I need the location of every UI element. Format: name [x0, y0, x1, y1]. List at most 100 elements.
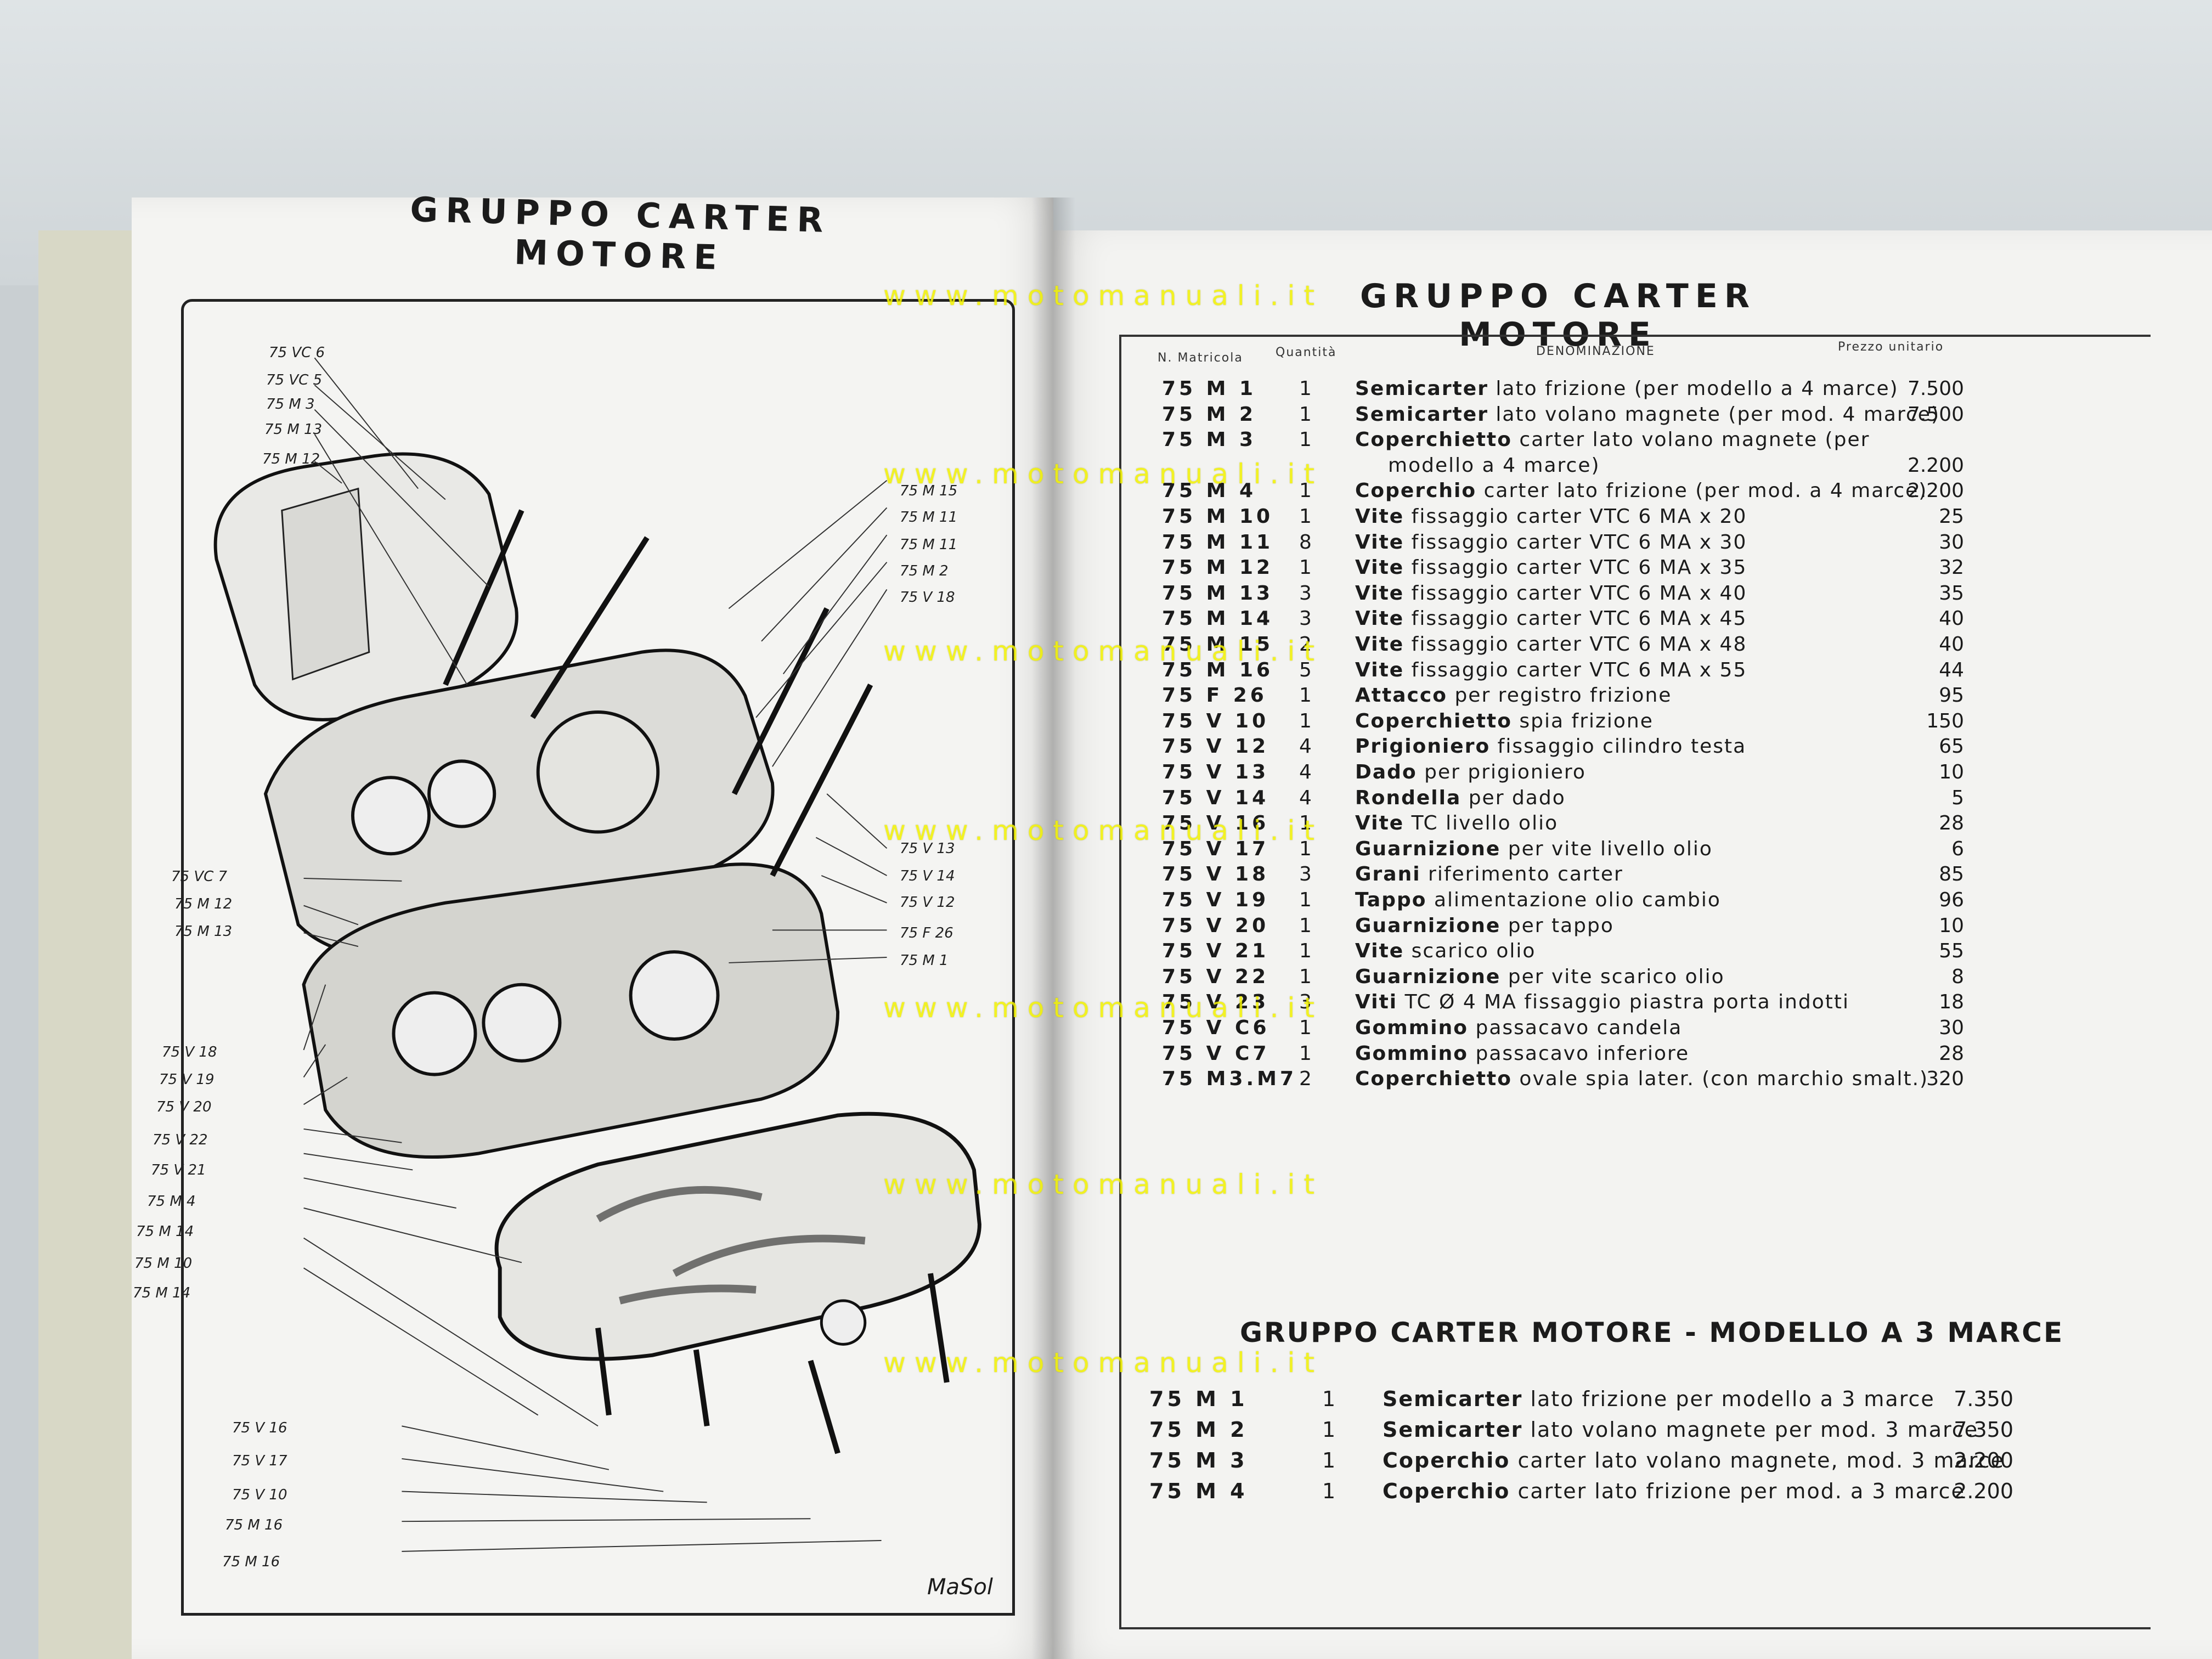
- part-price: 28: [1939, 1042, 1964, 1065]
- part-price: 7.350: [1954, 1387, 2013, 1411]
- engine-crankcase-drawing: [213, 357, 981, 1552]
- callout-label: 75 M 16: [222, 1554, 280, 1570]
- watermark-text: www.motomanuali.it: [883, 280, 1324, 312]
- part-quantity: 2: [1299, 633, 1312, 656]
- callout-label: 75 M 14: [133, 1285, 191, 1301]
- callout-label: 75 V 19: [159, 1071, 215, 1088]
- callout-label: 75 M 11: [900, 509, 958, 526]
- part-code: 75 V 13: [1162, 761, 1269, 783]
- part-description: Guarnizione per vite scarico olio: [1355, 966, 1725, 988]
- part-description: Vite fissaggio carter VTC 6 MA x 55: [1355, 659, 1747, 681]
- part-detail: riferimento carter: [1428, 863, 1623, 886]
- callout-label: 75 VC 5: [266, 372, 323, 388]
- part-code: 75 M 13: [1162, 582, 1274, 605]
- part-detail: carter lato volano magnete, mod. 3 marce: [1517, 1448, 2005, 1472]
- part-code: 75 M 4: [1149, 1479, 1248, 1503]
- part-name: Attacco: [1355, 684, 1447, 707]
- header-matricola: N. Matricola: [1158, 351, 1243, 365]
- part-detail: lato frizione (per modello a 4 marce): [1496, 377, 1899, 400]
- callout-label: 75 V 10: [232, 1487, 287, 1503]
- part-description: Vite scarico olio: [1355, 940, 1536, 962]
- table-row: 75 M 15 2 Vite fissaggio carter VTC 6 MA x…: [0, 633, 2212, 658]
- part-description: Semicarter lato volano magnete (per mod.…: [1355, 403, 1940, 426]
- callout-label: 75 F 26: [900, 925, 953, 941]
- part-quantity: 1: [1299, 556, 1312, 579]
- callout-label: 75 M 13: [174, 923, 233, 940]
- part-name: Viti: [1355, 991, 1398, 1014]
- part-code: 75 V 14: [1162, 786, 1269, 809]
- part-name: Vite: [1355, 607, 1404, 630]
- part-quantity: 1: [1299, 1042, 1312, 1065]
- callout-label: 75 V 18: [162, 1044, 217, 1060]
- part-price: 320: [1926, 1068, 1964, 1091]
- part-price: 96: [1939, 889, 1964, 911]
- part-detail: fissaggio carter VTC 6 MA x 55: [1411, 658, 1747, 681]
- part-detail: lato frizione per modello a 3 marce: [1530, 1387, 1935, 1411]
- callout-label: 75 M 12: [262, 451, 320, 467]
- part-description: Guarnizione per tappo: [1355, 915, 1614, 937]
- part-code: 75 M 3: [1149, 1448, 1248, 1472]
- part-code: 75 M 15: [1162, 633, 1274, 656]
- part-name: Prigioniero: [1355, 735, 1491, 758]
- part-detail: lato volano magnete (per mod. 4 marce): [1496, 403, 1940, 426]
- section-subtitle: GRUPPO CARTER MOTORE - MODELLO A 3 MARCE: [1240, 1317, 2064, 1348]
- callout-label: 75 M 2: [900, 563, 949, 579]
- part-quantity: 3: [1299, 991, 1312, 1014]
- part-detail: fissaggio carter VTC 6 MA x 30: [1411, 531, 1747, 554]
- part-name: Coperchietto: [1355, 709, 1512, 732]
- part-description: Prigioniero fissaggio cilindro testa: [1355, 735, 1746, 758]
- part-price: 28: [1939, 812, 1964, 835]
- watermark-text: www.motomanuali.it: [883, 1169, 1324, 1200]
- part-description: Coperchio carter lato frizione per mod. …: [1383, 1479, 1965, 1503]
- part-price: 2.200: [1907, 479, 1964, 503]
- part-code: 75 V 10: [1162, 709, 1269, 732]
- header-prezzo: Prezzo unitario: [1838, 340, 1944, 354]
- part-price: 25: [1939, 505, 1964, 528]
- part-price: 6: [1951, 837, 1964, 860]
- part-description: modello a 4 marce): [1388, 454, 1600, 477]
- part-name: Guarnizione: [1355, 837, 1501, 860]
- part-price: 150: [1926, 709, 1964, 732]
- part-quantity: 3: [1299, 582, 1312, 605]
- part-code: 75 V C6: [1162, 1017, 1270, 1039]
- part-description: Coperchietto carter lato volano magnete …: [1355, 428, 1870, 451]
- crankcase-half-part-2: [302, 862, 840, 1159]
- part-quantity: 1: [1299, 812, 1312, 835]
- part-code: 75 M 2: [1149, 1418, 1248, 1442]
- part-description: Vite fissaggio carter VTC 6 MA x 48: [1355, 633, 1747, 656]
- part-name: Dado: [1355, 761, 1417, 783]
- watermark-text: www.motomanuali.it: [883, 1347, 1324, 1379]
- part-name: Vite: [1355, 556, 1404, 579]
- watermark-text: www.motomanuali.it: [883, 992, 1324, 1024]
- part-price: 7.500: [1907, 403, 1964, 426]
- part-code: 75 M 4: [1162, 479, 1257, 503]
- part-detail: fissaggio cilindro testa: [1497, 735, 1747, 758]
- exploded-diagram: [181, 299, 1015, 1616]
- part-name: Coperchio: [1355, 479, 1477, 503]
- part-detail: spia frizione: [1519, 709, 1654, 732]
- callout-label: 75 M 4: [147, 1193, 196, 1210]
- part-price: 95: [1939, 684, 1964, 707]
- part-description: Semicarter lato frizione (per modello a …: [1355, 377, 1899, 400]
- part-name: Semicarter: [1355, 403, 1488, 426]
- part-detail: passacavo inferiore: [1475, 1042, 1690, 1065]
- part-code: 75 M 16: [1162, 658, 1274, 681]
- part-price: 65: [1939, 735, 1964, 758]
- part-name: Coperchietto: [1355, 428, 1512, 452]
- part-detail: lato volano magnete per mod. 3 marce: [1530, 1418, 1979, 1442]
- part-quantity: 1: [1322, 1448, 1336, 1472]
- part-description: Vite TC livello olio: [1355, 812, 1558, 834]
- part-quantity: 1: [1322, 1418, 1336, 1442]
- callout-label: 75 M 14: [136, 1223, 194, 1240]
- part-detail: carter lato frizione (per mod. a 4 marce…: [1483, 479, 1928, 503]
